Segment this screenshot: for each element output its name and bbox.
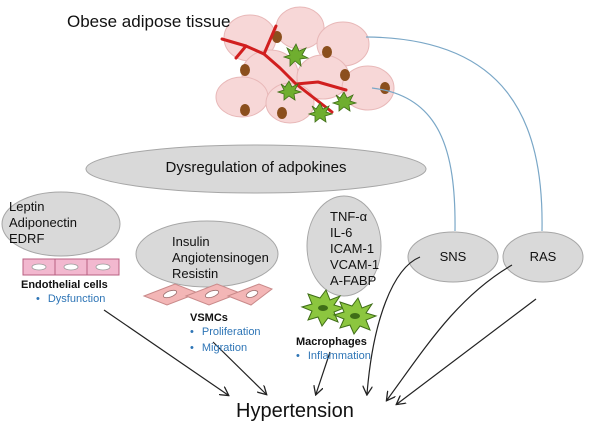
factor-item: Leptin bbox=[9, 199, 45, 214]
endothelial-cells-graphic bbox=[22, 258, 120, 276]
macrophage-factors-ellipse bbox=[306, 195, 382, 297]
arrow-ras bbox=[387, 264, 513, 400]
nucleus bbox=[322, 46, 332, 58]
factor-item: EDRF bbox=[9, 231, 45, 246]
vsmc-effect: Migration bbox=[190, 342, 247, 354]
endothelial-effect: Dysfunction bbox=[36, 293, 105, 305]
sns-label: SNS bbox=[439, 249, 467, 264]
arrow-endothelial bbox=[103, 309, 228, 395]
adipokine-dysregulation-ellipse bbox=[85, 144, 427, 194]
macrophage-small bbox=[282, 43, 310, 67]
nucleus bbox=[340, 69, 350, 81]
vsmc-graphic bbox=[142, 283, 274, 306]
endothelial-factor-list: Leptin Adiponectin EDRF bbox=[9, 199, 77, 247]
factor-item: Insulin bbox=[172, 234, 210, 249]
adipokine-dysregulation-label: Dysregulation of adpokines bbox=[165, 159, 347, 176]
blood-vessel bbox=[220, 24, 348, 114]
arrow-right bbox=[397, 298, 537, 404]
diagram-title: Obese adipose tissue bbox=[67, 12, 231, 31]
sns-link-line bbox=[371, 87, 456, 232]
macrophage-small bbox=[307, 102, 334, 123]
factor-item: Angiotensinogen bbox=[172, 250, 269, 265]
sns-ellipse bbox=[407, 231, 499, 283]
ras-label: RAS bbox=[529, 249, 557, 264]
macrophage-small bbox=[276, 80, 303, 101]
tissue-macrophages bbox=[276, 43, 358, 123]
nucleus bbox=[240, 104, 250, 116]
factor-item: Resistin bbox=[172, 266, 219, 281]
factor-item: ICAM-1 bbox=[330, 241, 375, 256]
nucleus bbox=[272, 31, 282, 43]
adipocyte-nuclei bbox=[240, 31, 390, 119]
macrophages-label: Macrophages bbox=[296, 336, 367, 348]
endothelial-cells-label: Endothelial cells bbox=[21, 279, 108, 291]
factor-item: IL-6 bbox=[330, 225, 353, 240]
factor-item: Adiponectin bbox=[9, 215, 77, 230]
hypertension-label: Hypertension bbox=[236, 400, 354, 422]
ras-link-line bbox=[365, 36, 543, 232]
nucleus bbox=[277, 107, 287, 119]
endothelial-factors-ellipse bbox=[1, 191, 121, 257]
nucleus bbox=[240, 64, 250, 76]
adipose-tissue-cluster bbox=[215, 6, 395, 124]
factor-item: VCAM-1 bbox=[330, 257, 380, 272]
arrow-sns bbox=[367, 256, 421, 394]
nucleus bbox=[380, 82, 390, 94]
factor-item: TNF-α bbox=[330, 209, 368, 224]
macrophage-small bbox=[331, 91, 358, 112]
ras-ellipse bbox=[502, 231, 584, 283]
vsmc-factors-ellipse bbox=[135, 220, 279, 288]
vsmc-effect: Proliferation bbox=[190, 326, 261, 338]
macrophage-effect: Inflammation bbox=[296, 350, 371, 362]
arrows-to-hypertension bbox=[103, 256, 537, 404]
factor-item: A-FABP bbox=[330, 273, 377, 288]
vsmc-factor-list: Insulin Angiotensinogen Resistin bbox=[172, 234, 269, 282]
macrophage-factor-list: TNF-α IL-6 ICAM-1 VCAM-1 A-FABP bbox=[330, 209, 379, 289]
macrophages-graphic bbox=[300, 288, 378, 335]
vsmc-label: VSMCs bbox=[190, 312, 228, 324]
